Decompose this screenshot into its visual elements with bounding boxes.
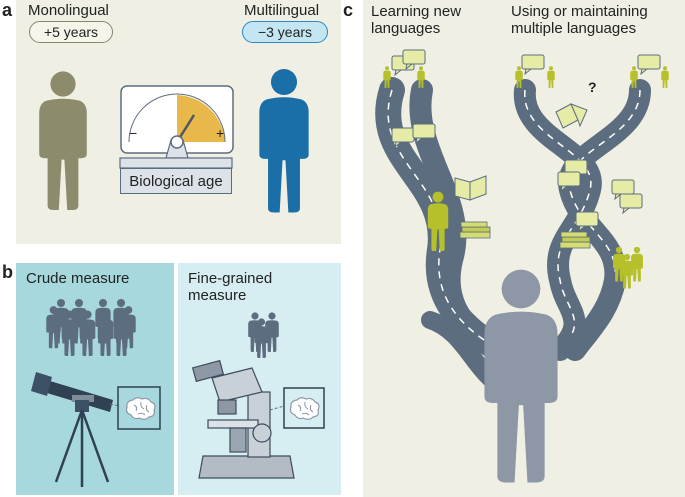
fine-brain-frame [283, 387, 325, 429]
using-maintaining-label: Using or maintaining [511, 3, 648, 20]
multilingual-person-icon [259, 68, 309, 213]
panel-b-letter: b [2, 262, 13, 282]
question-mark-label: ? [588, 79, 597, 95]
speech-bubble-icon [637, 54, 661, 75]
gauge-plus-label: + [216, 125, 225, 141]
speech-bubble-icon [619, 193, 643, 214]
brain-icon-crude [125, 397, 156, 420]
biological-age-label: Biological age [120, 168, 232, 194]
brain-icon-fine [289, 397, 320, 420]
book-stack-icon [459, 221, 491, 239]
fine-grained-label-line2: measure [188, 287, 247, 304]
gauge-minus-label: − [129, 125, 138, 141]
open-book-icon [555, 103, 588, 129]
learning-new-languages-label-line2: languages [371, 20, 441, 37]
crude-view-line [109, 403, 121, 407]
small-group-icon [248, 312, 279, 358]
crude-measure-label: Crude measure [26, 270, 130, 287]
fine-grained-label: Fine-grained [188, 270, 273, 287]
book-stack-icon [559, 231, 591, 249]
panel-a-letter: a [2, 0, 13, 20]
multilingual-label: Multilingual [244, 2, 320, 19]
central-person-icon [484, 269, 558, 483]
biological-age-gauge-icon [119, 85, 234, 169]
crude-brain-frame [117, 386, 161, 430]
microscope-icon [191, 359, 295, 479]
multilingual-years-pill: −3 years [242, 21, 328, 43]
telescope-icon [31, 372, 113, 487]
using-maintaining-label-line2: multiple languages [511, 20, 637, 37]
monolingual-person-icon [39, 71, 87, 211]
speech-bubble-icon [521, 54, 545, 75]
open-book-icon [454, 175, 487, 201]
panel-c-letter: c [343, 0, 354, 20]
crowd-icon [46, 298, 136, 356]
monolingual-years-pill: +5 years [29, 21, 113, 43]
fine-view-line [269, 405, 285, 411]
monolingual-label: Monolingual [28, 2, 109, 19]
learning-new-languages-label: Learning new [371, 3, 462, 20]
